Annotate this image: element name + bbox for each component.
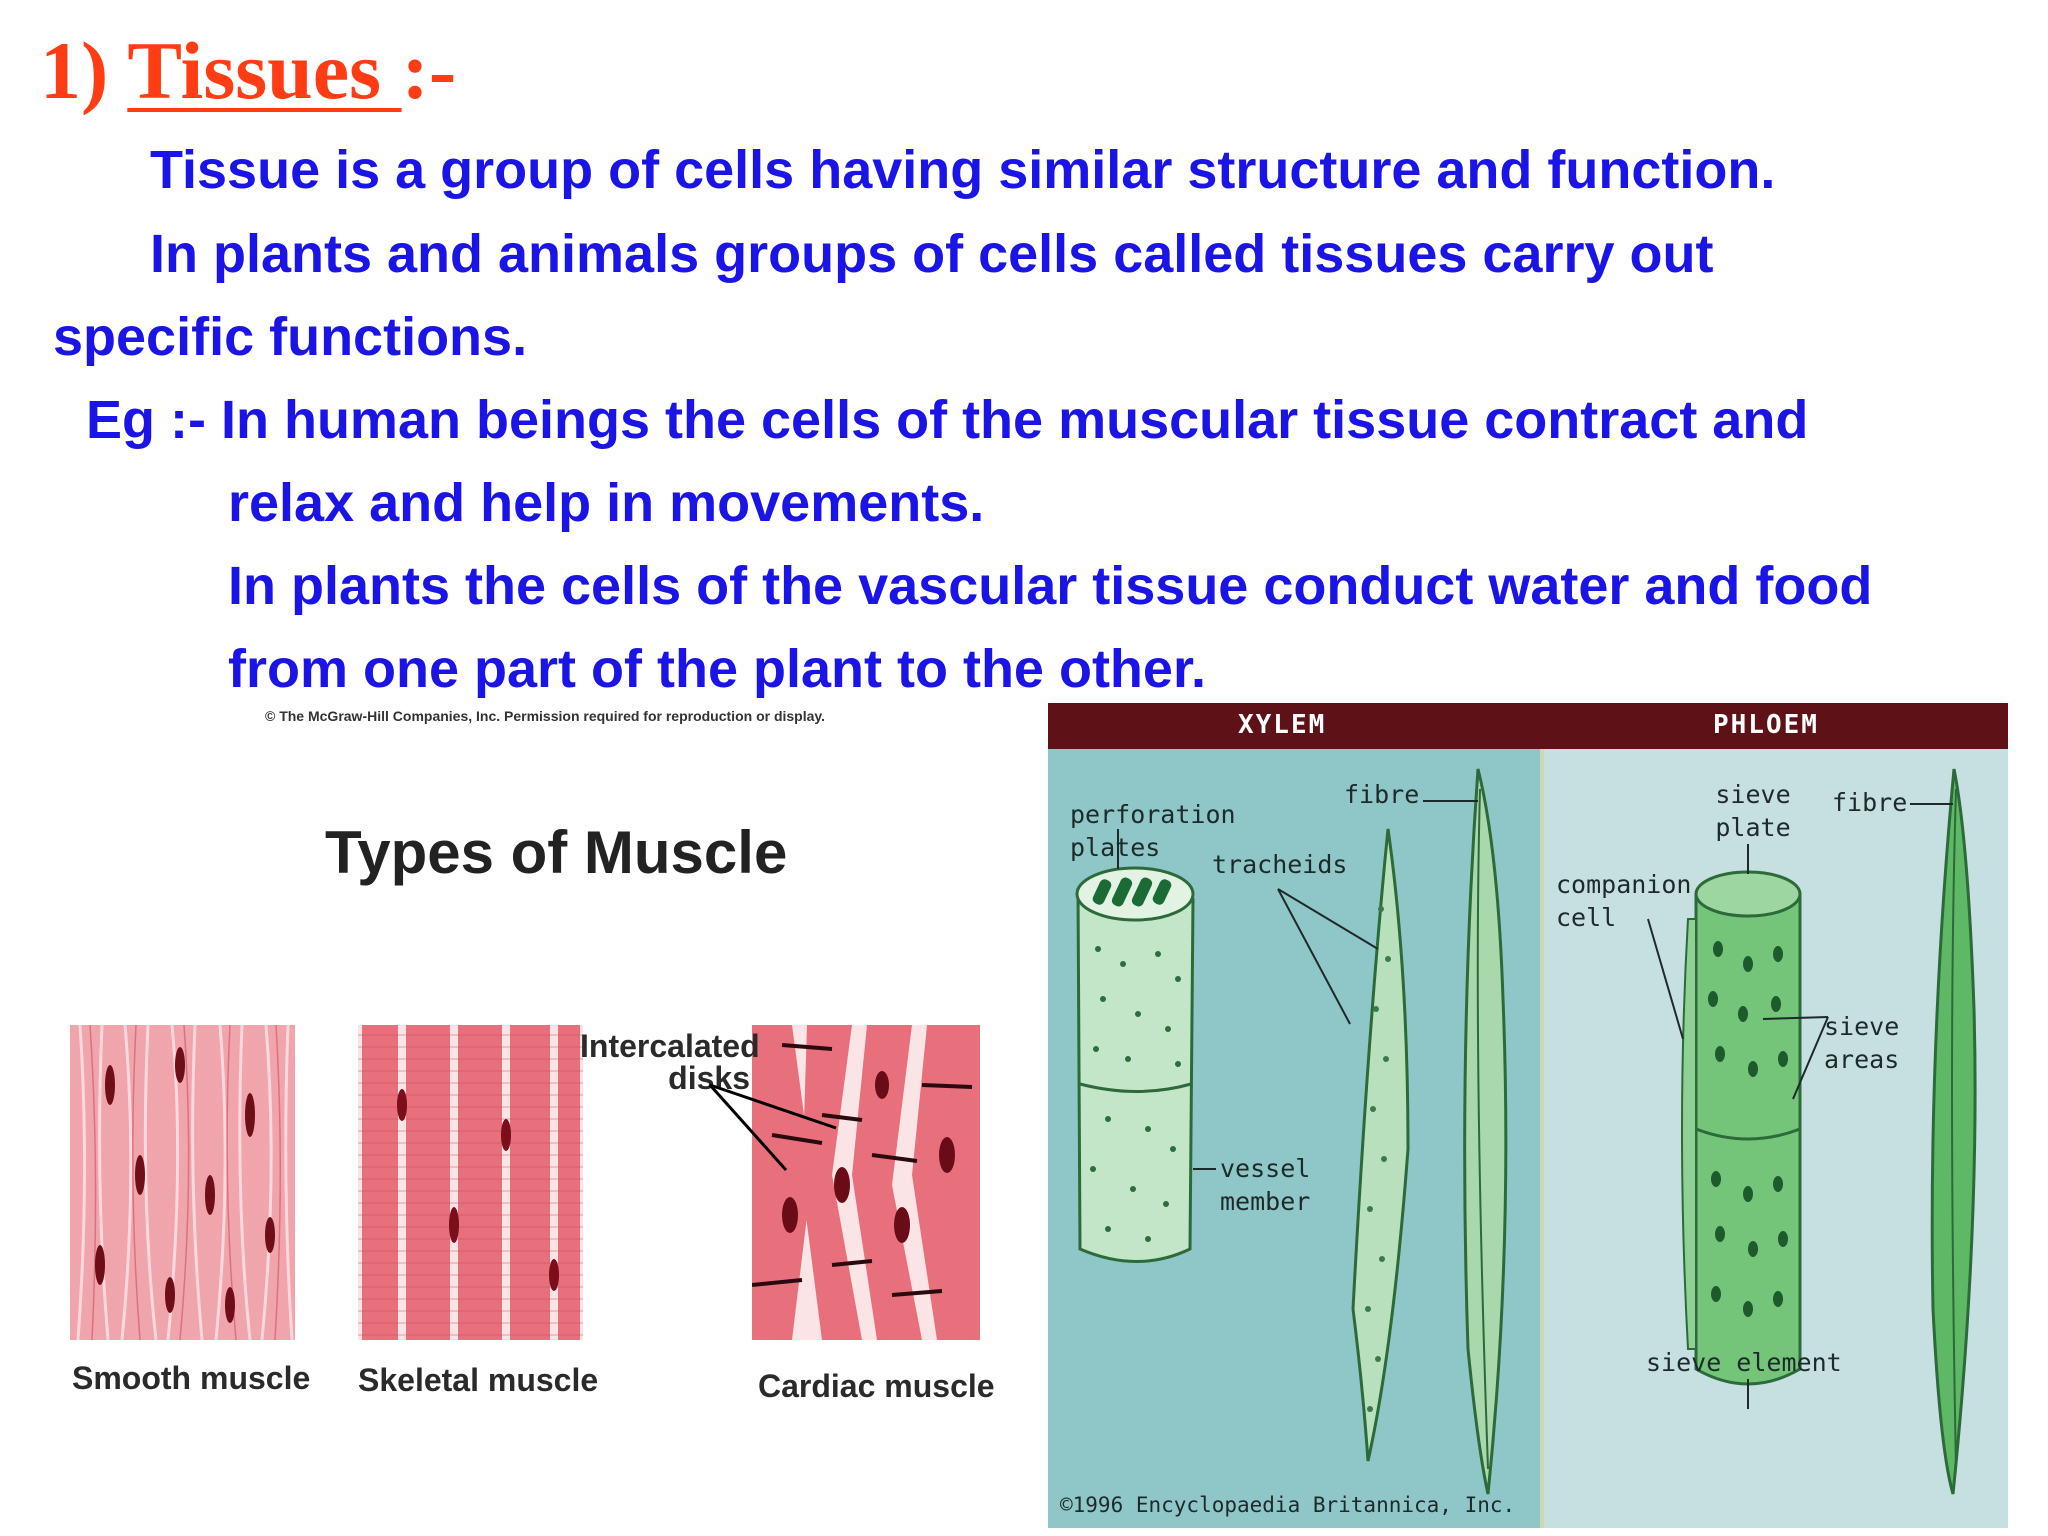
muscle-figure-title: Types of Muscle <box>325 819 788 886</box>
perforation-plates-label: perforation plates <box>1070 800 1236 862</box>
tracheids-label: tracheids <box>1212 850 1348 879</box>
sieve-areas-label: sieve areas <box>1824 1012 1900 1074</box>
smooth-muscle-label: Smooth muscle <box>72 1360 311 1396</box>
smooth-muscle-image <box>70 1025 295 1340</box>
callout-lines <box>708 1083 837 1171</box>
panel-divider <box>1540 749 1544 1528</box>
heading-title: Tissues <box>127 25 402 116</box>
xylem-header: XYLEM <box>1238 710 1327 740</box>
example-line-1: Eg :- In human beings the cells of the m… <box>86 390 1809 450</box>
plants-animals-line-1: In plants and animals groups of cells ca… <box>150 224 1714 284</box>
vessel-member-label: vessel member <box>1220 1154 1311 1216</box>
example-line-4: from one part of the plant to the other. <box>228 639 1206 699</box>
heading-suffix: :- <box>401 25 457 116</box>
sieve-plate-label: sieve plate <box>1715 780 1791 842</box>
xylem-fibre-label: fibre <box>1344 780 1420 809</box>
muscle-copyright: © The McGraw-Hill Companies, Inc. Permis… <box>265 708 826 724</box>
slide-heading: 1) Tissues :- <box>40 30 456 112</box>
britannica-credit: ©1996 Encyclopaedia Britannica, Inc. <box>1060 1493 1516 1517</box>
skeletal-muscle-image <box>358 1025 583 1340</box>
heading-number: 1) <box>40 25 109 116</box>
example-line-2: relax and help in movements. <box>228 473 985 533</box>
skeletal-muscle-label: Skeletal muscle <box>358 1362 599 1398</box>
plants-animals-line-2: specific functions. <box>53 307 528 367</box>
companion-cell-label: companion cell <box>1556 870 1692 932</box>
cardiac-muscle-label: Cardiac muscle <box>758 1368 995 1404</box>
intercalated-disks-callout: Intercalated disks <box>580 1028 760 1096</box>
phloem-header: PHLOEM <box>1713 710 1819 740</box>
cardiac-muscle-image <box>752 1025 980 1340</box>
vascular-header-bar: XYLEM PHLOEM <box>1048 703 2008 749</box>
sieve-element-label: sieve element <box>1646 1348 1842 1377</box>
vascular-tissue-figure: XYLEM PHLOEM <box>1048 703 2008 1528</box>
vascular-illustration <box>1075 768 1977 1495</box>
example-line-3: In plants the cells of the vascular tiss… <box>228 556 1873 616</box>
definition-line: Tissue is a group of cells having simila… <box>150 140 1776 200</box>
phloem-fibre-label: fibre <box>1832 788 1908 817</box>
